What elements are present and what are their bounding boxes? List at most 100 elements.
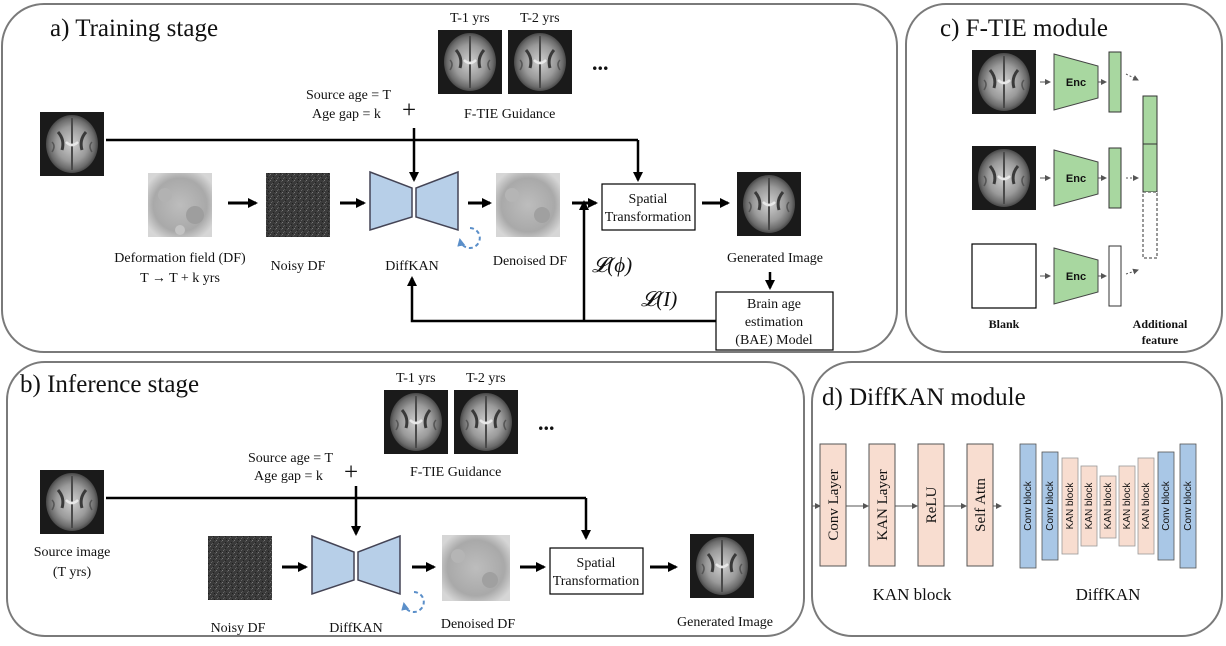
plus-sign: +	[402, 97, 416, 124]
guide1-label: T-1 yrs	[450, 11, 490, 26]
conv-block-label-1: Conv block	[1023, 480, 1034, 530]
bae-label-3: (BAE) Model	[735, 333, 812, 348]
iteration-cycle-icon	[457, 227, 481, 249]
conv-layer-label: Conv Layer	[826, 469, 842, 540]
kan-block-label-2: KAN block	[1084, 482, 1095, 530]
inf-diffkan-encoder	[311, 534, 355, 596]
training-title: a) Training stage	[50, 15, 218, 42]
inf-guide2-label: T-2 yrs	[466, 371, 506, 386]
ftie-encoder-3	[1053, 247, 1099, 305]
denoised-df-image	[496, 173, 560, 237]
source-brain	[38, 110, 106, 178]
ftie-title: c) F-TIE module	[940, 15, 1108, 42]
conv-block-label-2: Conv block	[1045, 480, 1056, 530]
blank-label: Blank	[989, 317, 1020, 331]
relu-label: ReLU	[924, 487, 940, 524]
denoised-label: Denoised DF	[493, 254, 567, 269]
concat-segment-1	[1142, 95, 1158, 145]
net-conv-block-3	[1157, 451, 1175, 561]
additional-label-2: feature	[1142, 333, 1179, 347]
diffkan-decoder	[415, 170, 459, 232]
inf-denoised-image	[442, 535, 510, 601]
diffkan-encoder	[369, 170, 413, 232]
inf-noisy-label: Noisy DF	[211, 621, 266, 636]
generated-brain	[735, 170, 803, 238]
concat-segment-2	[1142, 143, 1158, 193]
concat-segment-3	[1142, 191, 1158, 259]
ftie-brain-1	[970, 48, 1038, 116]
net-conv-block-2	[1041, 451, 1059, 561]
diffkan-label: DiffKAN	[385, 259, 438, 274]
df-label-1: Deformation field (DF)	[114, 251, 246, 266]
diffkan-net-caption: DiffKAN	[1076, 585, 1141, 604]
inf-source-label-1: Source image	[34, 545, 111, 560]
inf-plus-sign: +	[344, 459, 358, 486]
inf-diffkan-label: DiffKAN	[329, 621, 382, 636]
conv-block-label-3: Conv block	[1161, 480, 1172, 530]
ftie-encoder-1	[1053, 53, 1099, 111]
loss-i: 𝓛(I)	[641, 287, 677, 311]
inf-guide1-label: T-1 yrs	[396, 371, 436, 386]
spatial-label-2: Transformation	[605, 210, 692, 225]
inf-guidance-label: F-TIE Guidance	[410, 465, 501, 480]
inf-generated-brain	[688, 532, 756, 600]
kan-relu-layer	[917, 443, 945, 567]
kan-kan-layer	[868, 443, 896, 567]
df-label-2: T → T + k yrs	[140, 271, 220, 286]
enc-label-2: Enc	[1066, 173, 1086, 185]
additional-label-1: Additional	[1133, 317, 1188, 331]
guide2-label: T-2 yrs	[520, 11, 560, 26]
training-panel	[1, 3, 898, 353]
spatial-label-1: Spatial	[629, 192, 668, 207]
inf-denoised-label: Denoised DF	[441, 617, 515, 632]
enc-label-1: Enc	[1066, 77, 1086, 89]
inf-guide2-brain	[452, 388, 520, 456]
noisy-label: Noisy DF	[271, 259, 326, 274]
loss-phi: 𝓛(ϕ)	[592, 253, 632, 277]
inf-noisy-image	[208, 536, 272, 600]
inf-source-label-2: (T yrs)	[53, 565, 92, 580]
kan-block-label-1: KAN block	[1065, 482, 1076, 530]
inference-panel	[6, 361, 805, 637]
ftie-feature-2	[1108, 147, 1122, 209]
inf-source-age: Source age = T	[248, 451, 333, 466]
guide2-brain	[506, 28, 574, 96]
age-gap-label: Age gap = k	[312, 107, 381, 122]
net-kan-block-4	[1118, 465, 1136, 547]
inference-title: b) Inference stage	[20, 371, 199, 398]
noisy-df-image	[266, 173, 330, 237]
spatial-transform-box	[601, 183, 696, 231]
inf-spatial-box	[549, 547, 644, 595]
kan-layer-label: KAN Layer	[875, 469, 891, 540]
inf-age-gap: Age gap = k	[254, 469, 323, 484]
inf-guide-ellipsis: ...	[538, 410, 555, 435]
ftie-blank-image	[971, 243, 1037, 309]
guide1-brain	[436, 28, 504, 96]
inf-iteration-cycle-icon	[401, 591, 425, 613]
diffkan-title: d) DiffKAN module	[822, 384, 1026, 411]
bae-label-1: Brain age	[747, 297, 801, 312]
bae-model-box	[715, 291, 834, 351]
conv-block-label-4: Conv block	[1183, 480, 1194, 530]
net-kan-block-2	[1080, 465, 1098, 547]
ftie-encoder-2	[1053, 149, 1099, 207]
inf-guide1-brain	[382, 388, 450, 456]
kan-block-label-3: KAN block	[1103, 482, 1114, 530]
net-conv-block-1	[1019, 443, 1037, 569]
source-age-label: Source age = T	[306, 88, 391, 103]
kan-block-caption: KAN block	[873, 585, 952, 604]
diffkan-panel	[811, 361, 1223, 637]
generated-label: Generated Image	[727, 251, 823, 266]
ftie-feature-1	[1108, 51, 1122, 113]
net-kan-block-1	[1061, 457, 1079, 555]
inf-spatial-2: Transformation	[553, 574, 640, 589]
inf-spatial-1: Spatial	[577, 556, 616, 571]
ftie-panel	[905, 3, 1223, 353]
self-attn-label: Self Attn	[973, 478, 989, 532]
kan-conv-layer	[819, 443, 847, 567]
net-conv-block-4	[1179, 443, 1197, 569]
bae-label-2: estimation	[745, 315, 803, 330]
ftie-feature-3	[1108, 245, 1122, 307]
inf-generated-label: Generated Image	[677, 615, 773, 630]
